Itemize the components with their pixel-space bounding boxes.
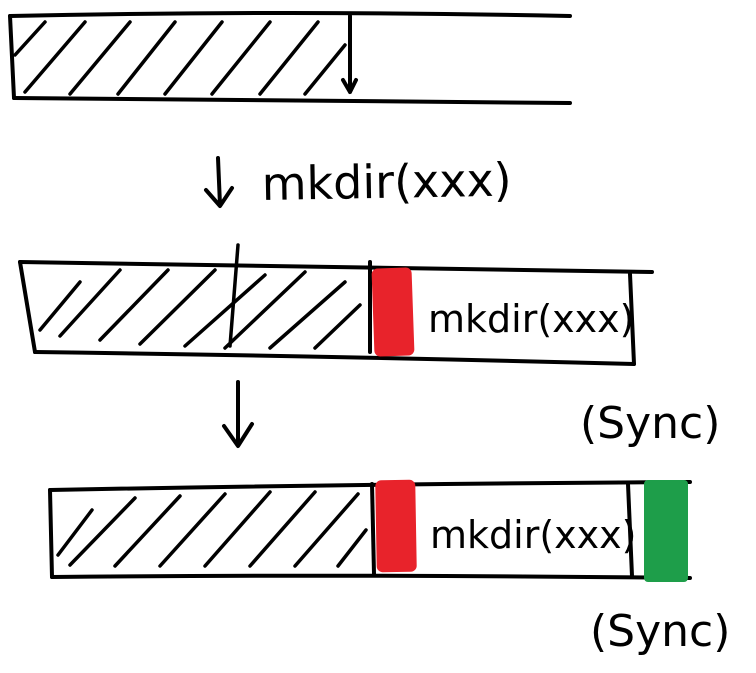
journal-entry-label: mkdir(xxx) xyxy=(428,297,634,341)
down-arrow-icon xyxy=(222,380,254,448)
log-bottom-border xyxy=(12,96,572,105)
log-right-border xyxy=(628,272,636,366)
down-arrow-icon xyxy=(204,156,234,208)
sync-label: (Sync) xyxy=(590,606,730,657)
journal-entry-label: mkdir(xxx) xyxy=(430,513,636,557)
existing-data-hatch xyxy=(38,243,362,350)
sync-marker-green xyxy=(644,480,688,582)
log-block-initial xyxy=(8,11,572,105)
log-block-after-sync xyxy=(48,479,692,582)
step-arrow-1 xyxy=(204,156,234,208)
log-bottom-border xyxy=(50,573,692,580)
log-left-border xyxy=(8,14,16,100)
log-right-border xyxy=(626,482,634,578)
log-top-border xyxy=(18,260,654,274)
log-top-border xyxy=(48,480,692,492)
journal-entry-red xyxy=(371,267,415,357)
log-left-border xyxy=(18,260,37,354)
journal-entry-red xyxy=(375,479,417,573)
data-end-marker xyxy=(370,482,376,576)
log-bottom-border xyxy=(33,350,636,366)
step-operation-label: mkdir(xxx) xyxy=(261,153,512,211)
sync-label: (Sync) xyxy=(580,398,720,449)
existing-data-hatch xyxy=(13,20,347,96)
log-top-border xyxy=(8,11,572,18)
data-end-marker xyxy=(341,14,358,94)
log-left-border xyxy=(48,488,54,579)
existing-data-hatch xyxy=(56,490,368,568)
log-block-after-mkdir xyxy=(18,243,654,366)
step-arrow-2 xyxy=(222,380,254,448)
